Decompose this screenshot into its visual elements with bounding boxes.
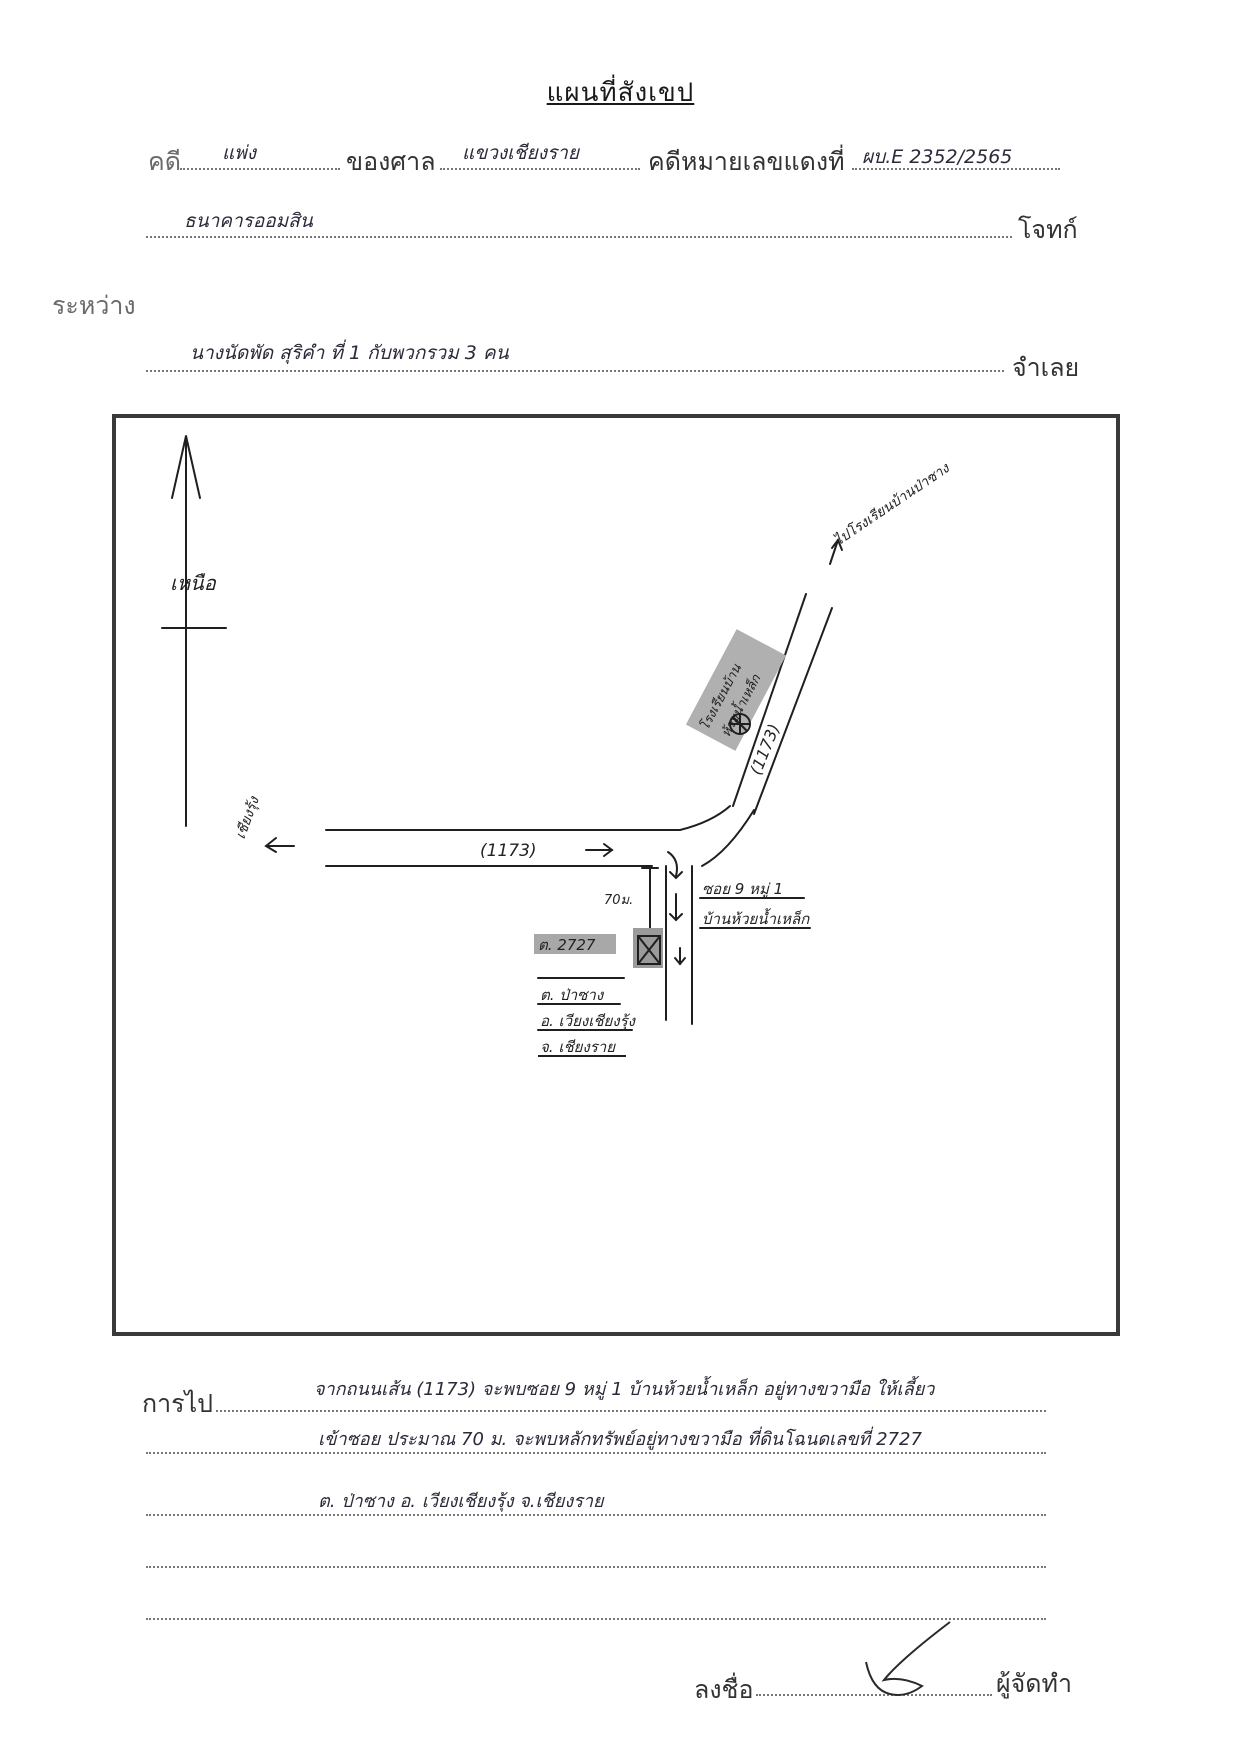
soi-label: ซอย 9 หมู่ 1 <box>702 880 783 898</box>
turn-arrow-head <box>669 871 683 880</box>
road-diagonal-west-edge <box>732 593 807 807</box>
defendant-label: จำเลย <box>1012 353 1080 382</box>
page-title: แผนที่สังเขป <box>546 78 695 108</box>
court-dotline <box>440 168 640 170</box>
case-dotline <box>180 168 340 170</box>
to-school-arrow-head <box>831 537 843 551</box>
district-label: อ. เวียงเชียงรุ้ง <box>540 1012 637 1030</box>
school-icon <box>729 713 751 735</box>
village-label: บ้านห้วยน้ำเหล็ก <box>702 908 810 928</box>
plaintiff-dotline <box>146 236 1012 238</box>
directions-line-1: จากถนนเส้น (1173) จะพบซอย 9 หมู่ 1 บ้านห… <box>314 1379 935 1400</box>
soi-down-arrow-2-head <box>674 957 686 966</box>
north-label: เหนือ <box>170 571 217 595</box>
directions-dotline-3 <box>146 1514 1046 1516</box>
directions-line-3: ต. ป่าซาง อ. เวียงเชียงรุ้ง จ.เชียงราย <box>318 1491 604 1512</box>
plaintiff-label: โจทก์ <box>1018 215 1078 244</box>
sign-label: ลงชื่อ <box>694 1675 754 1704</box>
road-1173-north-edge <box>325 805 731 831</box>
road-horizontal-label: (1173) <box>480 841 537 861</box>
turn-arrow <box>667 851 678 877</box>
red-case-label: คดีหมายเลขแดงที่ <box>648 147 845 176</box>
between-label: ระหว่าง <box>52 291 136 320</box>
case-value: แพ่ง <box>222 142 257 164</box>
directions-label: การไป <box>142 1389 214 1418</box>
directions-dotline-1 <box>216 1410 1046 1412</box>
defendant-dotline <box>146 370 1004 372</box>
deed-label-shade <box>534 934 616 954</box>
directions-dotline-4 <box>146 1566 1046 1568</box>
north-arrow-head <box>171 435 201 499</box>
distance-label: 70ม. <box>604 893 633 908</box>
soi-down-arrow-1-head <box>669 913 683 922</box>
to-town-arrow-head <box>264 837 277 853</box>
case-label: คดี <box>148 147 181 176</box>
directions-line-2: เข้าซอย ประมาณ 70 ม. จะพบหลักทรัพย์อยู่ท… <box>318 1429 922 1450</box>
red-case-value: ผบ.E 2352/2565 <box>862 146 1013 168</box>
red-case-dotline <box>852 168 1060 170</box>
province-label: จ. เชียงราย <box>540 1038 616 1056</box>
defendant-value: นางนัดพัด สุริคำ ที่ 1 กับพวกรวม 3 คน <box>190 342 509 364</box>
plaintiff-value: ธนาคารออมสิน <box>184 210 313 232</box>
signature-dotline <box>756 1694 992 1696</box>
road-direction-arrow-head <box>603 843 614 857</box>
court-label: ของศาล <box>346 147 436 176</box>
road-curve-east <box>701 809 755 867</box>
preparer-label: ผู้จัดทำ <box>996 1669 1073 1698</box>
to-school-arrow-shaft <box>829 539 839 565</box>
map-frame <box>112 414 1120 1336</box>
directions-dotline-5 <box>146 1618 1046 1620</box>
school-label-shade <box>685 629 787 751</box>
court-value: แขวงเชียงราย <box>462 142 579 164</box>
property-parcel-icon <box>637 935 661 965</box>
subdistrict-label: ต. ป่าซาง <box>540 986 605 1004</box>
road-diagonal-east-edge <box>753 607 833 815</box>
directions-dotline-2 <box>146 1452 1046 1454</box>
deed-label: ต. 2727 <box>538 936 596 954</box>
